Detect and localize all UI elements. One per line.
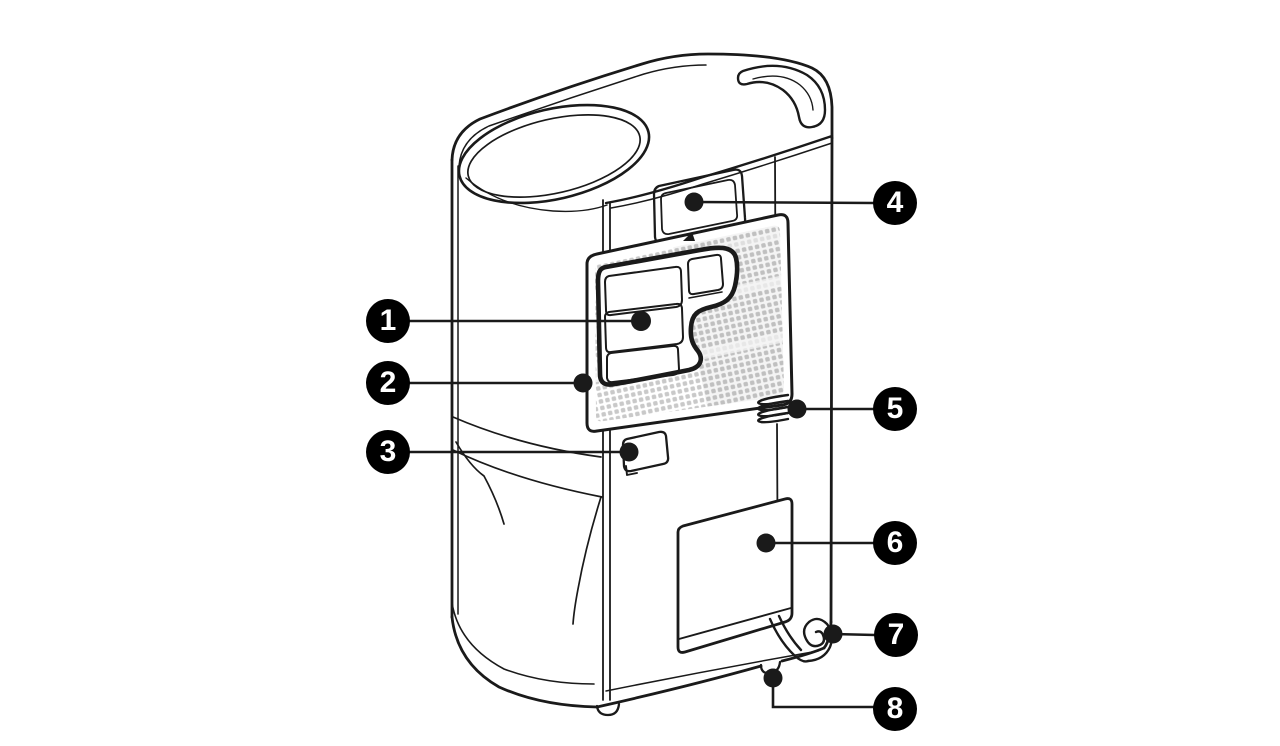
callout-5: 5	[873, 387, 917, 431]
callout-4-leader	[684, 192, 876, 212]
callout-1-leader	[408, 311, 651, 331]
callout-7-leader	[823, 624, 877, 644]
carry-handle-recess	[736, 64, 827, 129]
callout-2-leader	[408, 373, 593, 393]
water-tank-outline	[452, 416, 603, 625]
latch-handle	[621, 430, 670, 476]
callout-6-leader	[756, 533, 876, 553]
callout-2: 2	[366, 361, 410, 405]
callout-3-leader	[408, 442, 639, 462]
callout-1: 1	[366, 299, 410, 343]
alignment-arrow-mark	[683, 232, 695, 241]
filter-assembly	[595, 245, 740, 387]
caster-wheel-front	[595, 702, 621, 717]
callout-8-leader	[763, 668, 876, 709]
callout-4: 4	[873, 181, 917, 225]
callout-8: 8	[873, 687, 917, 731]
top-opening	[457, 103, 651, 213]
callout-6: 6	[873, 521, 917, 565]
cord-hook-coil	[757, 393, 790, 424]
power-cord	[768, 614, 834, 663]
callout-7: 7	[874, 613, 918, 657]
callout-3: 3	[366, 430, 410, 474]
callout-5-leader	[787, 399, 876, 419]
